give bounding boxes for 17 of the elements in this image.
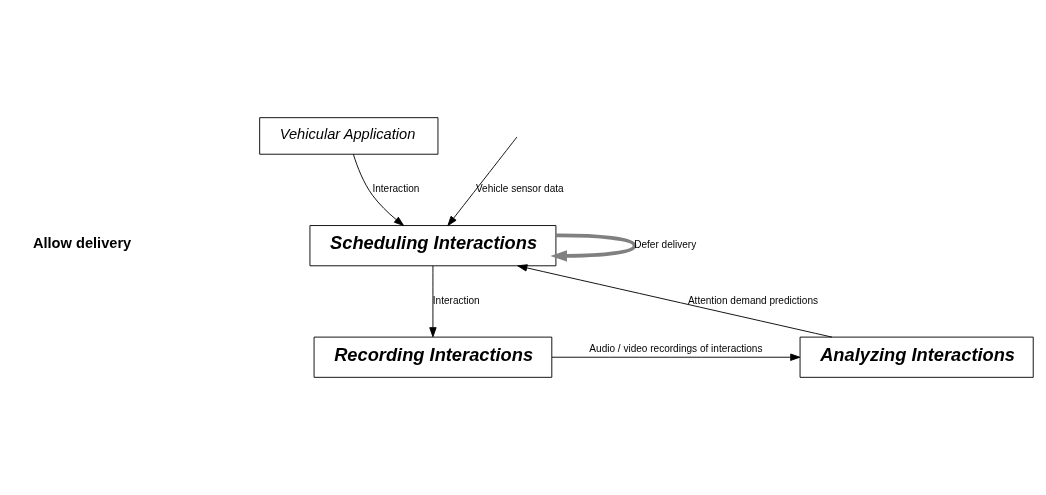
edge-label: Vehicle sensor data (475, 183, 564, 195)
arrow (352, 153, 404, 226)
arrow (447, 136, 518, 226)
edge-label: Defer delivery (634, 239, 697, 251)
edge-label: Interaction (432, 295, 480, 307)
arrow (550, 233, 637, 262)
arrow (429, 265, 437, 338)
node-box: Scheduling Interactions (309, 225, 557, 267)
edge-label: Audio / video recordings of interactions (589, 342, 763, 354)
arrow (517, 264, 833, 338)
edge-label: Attention demand predictions (687, 295, 819, 307)
node-box: Analyzing Interactions (799, 336, 1034, 378)
arrow (551, 353, 801, 361)
edge-label: Interaction (372, 183, 420, 195)
node-box: Vehicular Application (259, 117, 439, 155)
label: Allow delivery (32, 235, 132, 252)
node-box: Recording Interactions (313, 336, 553, 378)
